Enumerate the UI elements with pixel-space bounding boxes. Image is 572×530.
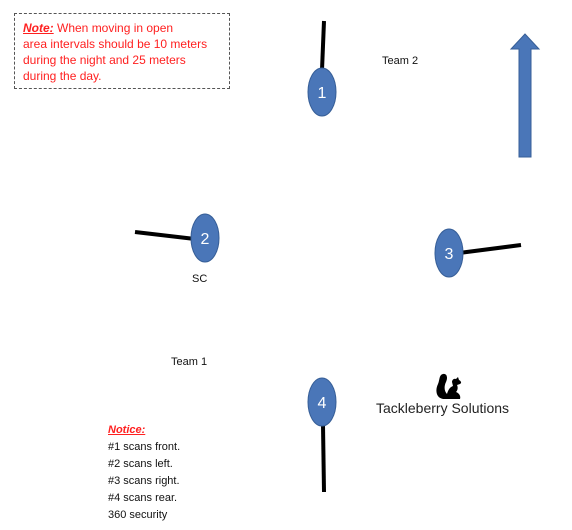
scan-line-3 (458, 243, 522, 255)
notice-line: #2 scans left. (108, 458, 173, 470)
squirrel-icon (436, 373, 462, 399)
team-2-label: Team 2 (382, 55, 419, 67)
position-number-1: 1 (318, 85, 327, 102)
note-title: Note: (23, 21, 54, 35)
notice-title: Notice: (108, 424, 146, 436)
notice-line: 360 security (108, 509, 168, 521)
direction-arrow (509, 33, 541, 158)
position-marker-4: 4 (307, 377, 337, 427)
position-number-3: 3 (445, 246, 454, 263)
note-line-1: When moving in open (53, 21, 174, 35)
note-box: Note: When moving in open area intervals… (14, 13, 230, 89)
position-marker-2: 2 (190, 213, 220, 263)
note-line-4: during the day. (23, 69, 102, 83)
scan-line-4 (321, 424, 326, 493)
position-marker-1: 1 (307, 67, 337, 117)
sc-label: SC (192, 273, 208, 285)
notice-line: #1 scans front. (108, 441, 181, 453)
brand-name: Tackleberry Solutions (376, 400, 510, 416)
scan-line-1 (320, 20, 326, 71)
notice-line: #3 scans right. (108, 475, 180, 487)
scan-line-2 (134, 230, 196, 241)
team-1-label: Team 1 (171, 356, 208, 368)
notice-box: Notice: #1 scans front. #2 scans left. #… (108, 422, 180, 524)
note-line-3: during the night and 25 meters (23, 53, 186, 67)
notice-line: #4 scans rear. (108, 492, 178, 504)
position-number-4: 4 (318, 395, 327, 412)
position-number-2: 2 (201, 231, 210, 248)
position-marker-3: 3 (434, 228, 464, 278)
note-line-2: area intervals should be 10 meters (23, 37, 208, 51)
